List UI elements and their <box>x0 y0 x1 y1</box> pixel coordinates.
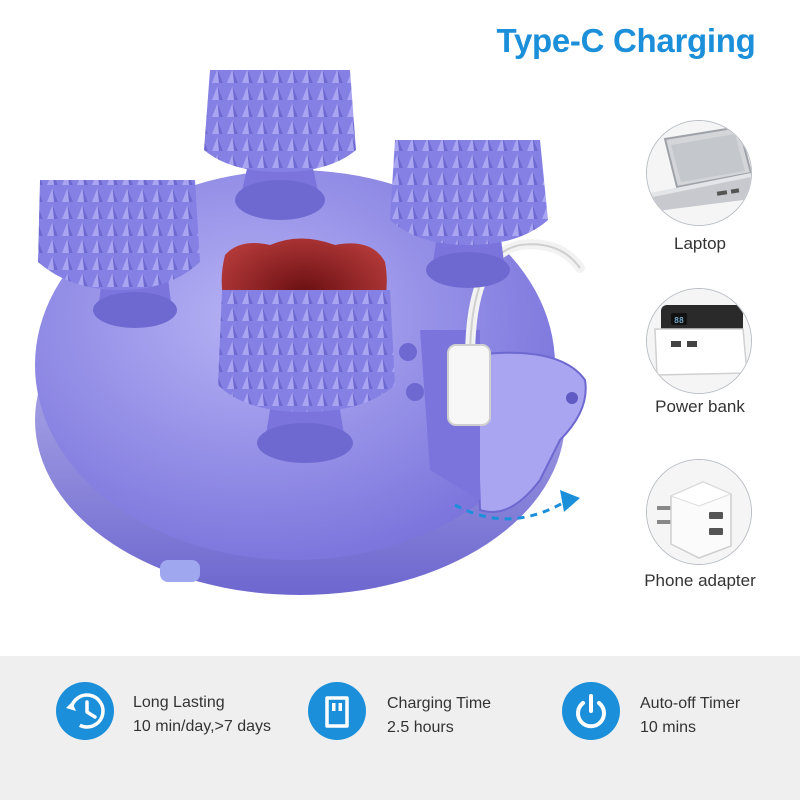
source-label-laptop: Laptop <box>674 234 726 253</box>
source-label-power-bank: Power bank <box>655 397 745 416</box>
feature-title-charging-time: Charging Time <box>387 695 492 712</box>
power-icon <box>562 682 620 740</box>
feature-title-long-lasting: Long Lasting <box>133 694 225 711</box>
svg-text:88: 88 <box>674 316 684 325</box>
scalp-massager-product-image <box>35 70 587 595</box>
source-label-phone-adapter: Phone adapter <box>644 571 756 590</box>
phone-adapter-source-circle <box>646 459 752 565</box>
usb-c-icon <box>308 682 366 740</box>
feature-detail-charging-time: 2.5 hours <box>387 719 454 736</box>
laptop-icon <box>647 121 751 225</box>
clock-history-icon <box>56 682 114 740</box>
page-title: Type-C Charging <box>496 22 756 59</box>
laptop-source-circle <box>646 120 752 226</box>
feature-title-auto-off-timer: Auto-off Timer <box>640 695 741 712</box>
features-band <box>0 656 800 800</box>
feature-detail-long-lasting: 10 min/day,>7 days <box>133 718 272 735</box>
phone-adapter-icon <box>647 460 751 564</box>
power-bank-source-circle: 88 <box>646 288 752 394</box>
feature-detail-auto-off-timer: 10 mins <box>640 719 697 736</box>
power-bank-icon: 88 <box>647 289 751 393</box>
